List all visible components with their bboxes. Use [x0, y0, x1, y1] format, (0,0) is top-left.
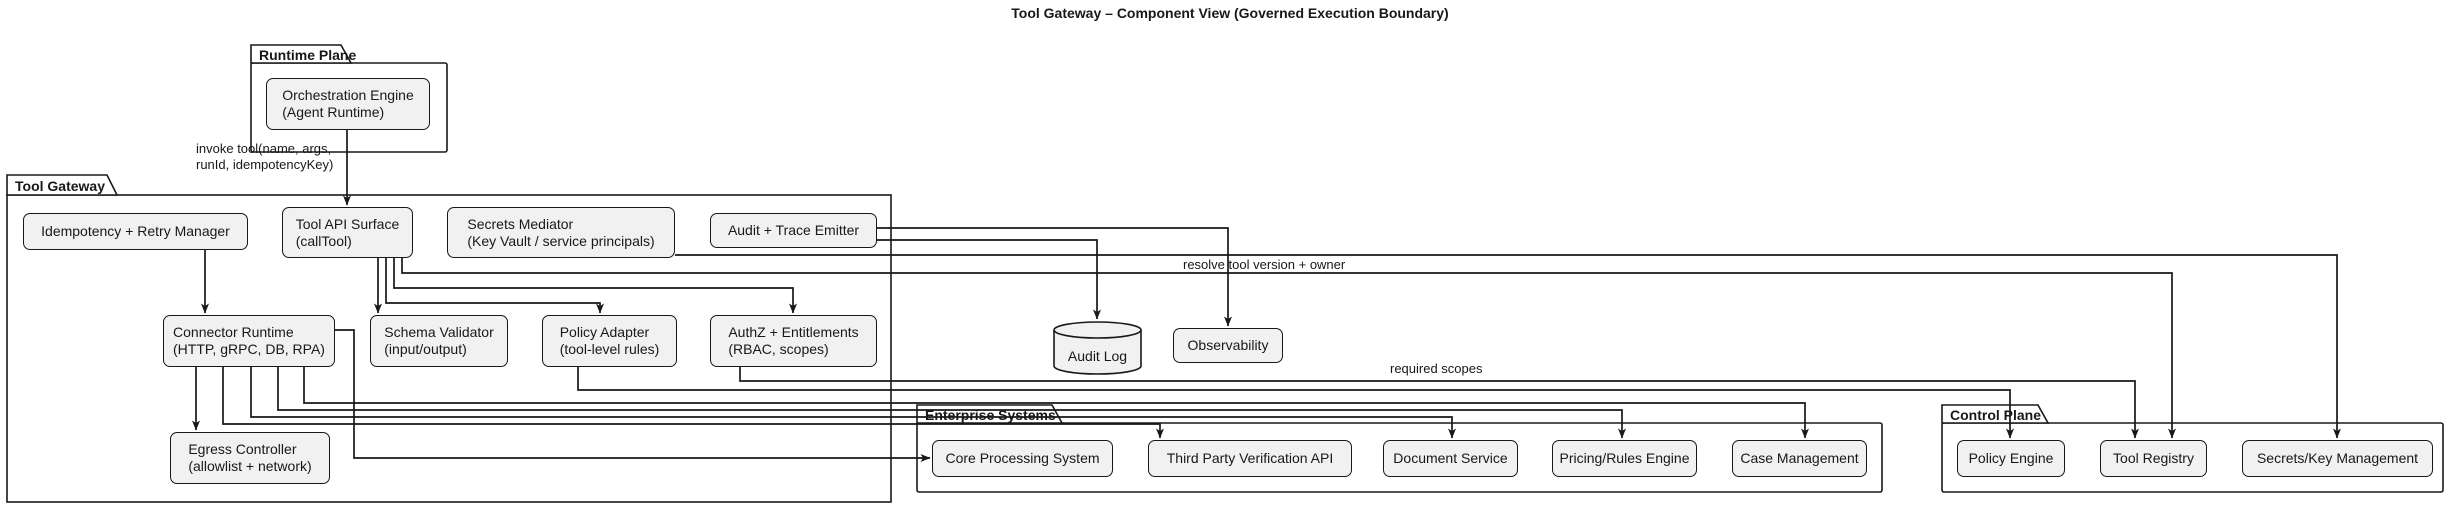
edge-connector-to-documentservice	[250, 367, 1456, 439]
node-schema-validator: Schema Validator (input/output)	[370, 315, 508, 367]
edge-authz-to-toolregistry	[739, 367, 2139, 439]
connector-runtime-line1: Connector Runtime	[173, 324, 294, 340]
enterprise-systems-label: Enterprise Systems	[925, 407, 1056, 423]
node-tool-api-surface: Tool API Surface (callTool)	[282, 207, 413, 258]
tool-api-line2: (callTool)	[295, 232, 352, 249]
edge-connector-to-thirdparty	[222, 367, 1164, 439]
tool-api-line1: Tool API Surface	[295, 215, 400, 232]
policy-adapter-line1: Policy Adapter	[559, 324, 650, 340]
secrets-mediator-line1: Secrets Mediator	[467, 215, 574, 232]
tool-gateway-package-tab	[6, 174, 119, 196]
orchestration-engine-line1: Orchestration Engine	[282, 87, 414, 103]
secrets-key-management-label: Secrets/Key Management	[2256, 450, 2419, 466]
runtime-plane-package-tab	[250, 44, 353, 64]
edge-label-resolve: resolve tool version + owner	[1183, 257, 1346, 272]
audit-log-label: Audit Log	[1067, 348, 1128, 364]
node-connector-runtime: Connector Runtime (HTTP, gRPC, DB, RPA)	[163, 315, 335, 367]
secrets-mediator-line2: (Key Vault / service principals)	[467, 232, 655, 249]
policy-adapter-line2: (tool-level rules)	[559, 341, 660, 357]
control-plane-label: Control Plane	[1950, 407, 2042, 423]
node-idempotency-retry-manager: Idempotency + Retry Manager	[23, 213, 248, 250]
third-party-label: Third Party Verification API	[1166, 450, 1334, 466]
schema-validator-line1: Schema Validator	[384, 324, 494, 340]
pricing-rules-label: Pricing/Rules Engine	[1559, 450, 1690, 466]
edge-label-required-scopes: required scopes	[1390, 361, 1483, 376]
node-observability: Observability	[1173, 328, 1283, 363]
connector-runtime-line2: (HTTP, gRPC, DB, RPA)	[173, 341, 325, 357]
node-case-management: Case Management	[1732, 440, 1867, 477]
schema-validator-line2: (input/output)	[384, 341, 467, 357]
tool-registry-label: Tool Registry	[2113, 450, 2194, 466]
tool-gateway-label: Tool Gateway	[15, 178, 105, 194]
node-pricing-rules-engine: Pricing/Rules Engine	[1552, 440, 1697, 477]
node-secrets-key-management: Secrets/Key Management	[2242, 440, 2433, 477]
node-core-processing-system: Core Processing System	[932, 440, 1113, 477]
node-secrets-mediator: Secrets Mediator (Key Vault / service pr…	[447, 207, 675, 258]
egress-line1: Egress Controller	[188, 441, 297, 457]
edge-label-invoke-line1: invoke tool(name, args,	[196, 141, 332, 156]
node-egress-controller: Egress Controller (allowlist + network)	[170, 432, 330, 484]
egress-line2: (allowlist + network)	[188, 458, 312, 474]
authz-line1: AuthZ + Entitlements	[728, 324, 859, 340]
node-policy-adapter: Policy Adapter (tool-level rules)	[542, 315, 677, 367]
edge-label-invoke: invoke tool(name, args, runId, idempoten…	[196, 141, 333, 173]
document-service-label: Document Service	[1393, 450, 1508, 466]
node-policy-engine: Policy Engine	[1957, 440, 2065, 477]
authz-line2: (RBAC, scopes)	[728, 341, 829, 357]
core-processing-label: Core Processing System	[945, 450, 1100, 466]
node-audit-trace-emitter: Audit + Trace Emitter	[710, 213, 877, 248]
edge-connector-to-casemanagement	[303, 367, 1809, 439]
node-document-service: Document Service	[1383, 440, 1518, 477]
policy-engine-label: Policy Engine	[1968, 450, 2054, 466]
observability-label: Observability	[1187, 337, 1269, 353]
edge-secretsmediator-to-secretskeymgmt	[675, 254, 2341, 439]
idempotency-label: Idempotency + Retry Manager	[41, 223, 230, 239]
control-plane-package-tab	[1941, 404, 2050, 424]
edge-toolapi-to-policyadapter	[385, 258, 604, 314]
edge-connector-to-pricingrules	[277, 367, 1626, 439]
edge-toolapi-to-toolregistry	[401, 258, 2176, 439]
orchestration-engine-line2: (Agent Runtime)	[282, 104, 385, 120]
diagram-title: Tool Gateway – Component View (Governed …	[1011, 5, 1449, 21]
node-tool-registry: Tool Registry	[2100, 440, 2207, 477]
node-third-party-verification-api: Third Party Verification API	[1148, 440, 1352, 477]
audit-log-cylinder-body	[1053, 330, 1142, 375]
runtime-plane-label: Runtime Plane	[259, 47, 357, 63]
edge-policyadapter-to-policyengine	[577, 367, 2014, 439]
edge-audittrace-to-auditlog	[877, 239, 1101, 320]
edge-audittrace-to-observability	[877, 227, 1232, 327]
edge-toolapi-to-authz	[393, 258, 797, 314]
case-management-label: Case Management	[1740, 450, 1859, 466]
audit-trace-label: Audit + Trace Emitter	[727, 222, 860, 238]
edge-label-invoke-line2: runId, idempotencyKey)	[196, 157, 334, 172]
node-orchestration-engine: Orchestration Engine (Agent Runtime)	[266, 78, 430, 130]
audit-log-cylinder-top	[1053, 321, 1142, 339]
node-authz-entitlements: AuthZ + Entitlements (RBAC, scopes)	[710, 315, 877, 367]
edge-connector-to-coreprocessing	[335, 329, 931, 462]
